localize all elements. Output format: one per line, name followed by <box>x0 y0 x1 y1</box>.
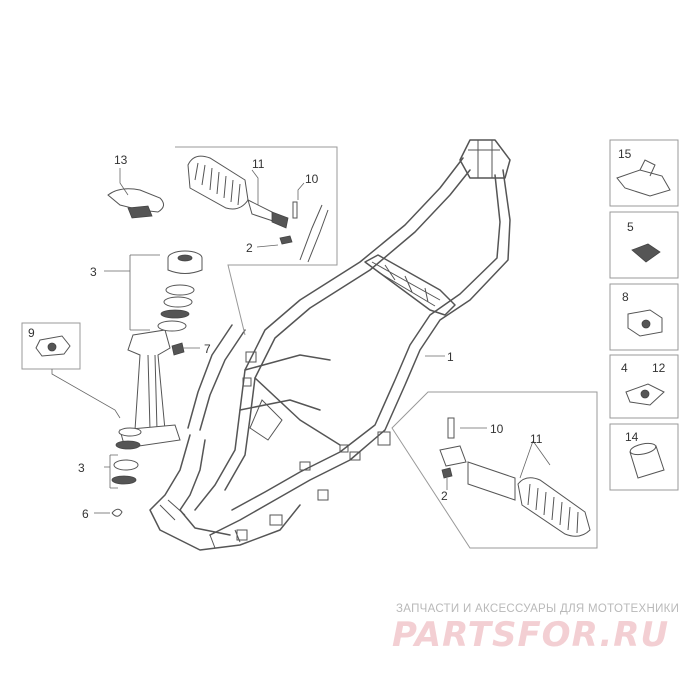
callout-10-lower: 10 <box>490 422 504 436</box>
callout-2-lower: 2 <box>441 489 448 503</box>
part-9-clamp <box>21 322 81 370</box>
part-6-clip <box>111 508 123 517</box>
callout-9: 9 <box>28 326 35 340</box>
part-5-box <box>609 211 679 279</box>
bearing-set-lower <box>111 427 142 485</box>
callout-1: 1 <box>447 350 454 364</box>
inset-upper-footpeg <box>175 146 338 336</box>
part-8-box <box>609 283 679 351</box>
callout-3-upper: 3 <box>90 265 97 279</box>
callout-2-upper: 2 <box>246 241 253 255</box>
callout-13: 13 <box>114 153 128 167</box>
callout-4: 4 <box>621 361 628 375</box>
watermark-caption: ЗАПЧАСТИ И АКСЕССУАРЫ ДЛЯ МОТОТЕХНИКИ <box>396 603 680 615</box>
callout-12: 12 <box>652 361 666 375</box>
part-14-box <box>609 423 679 491</box>
bearing-set-upper <box>157 250 203 332</box>
callout-6: 6 <box>82 507 89 521</box>
callout-7: 7 <box>204 342 211 356</box>
part-15-box <box>609 139 679 207</box>
callout-3-lower: 3 <box>78 461 85 475</box>
watermark-logo: PARTSFOR.RU <box>392 615 670 655</box>
leader-lines <box>51 168 551 514</box>
callout-11-lower: 11 <box>530 432 543 446</box>
scooter-frame <box>149 139 511 551</box>
callout-numbers: 13 3 9 7 3 6 11 10 2 1 10 11 2 15 5 8 4 … <box>28 147 666 521</box>
callout-10-upper: 10 <box>305 172 319 186</box>
part-13-steering-cover <box>107 188 164 219</box>
callout-5: 5 <box>627 220 634 234</box>
part-7-bolt <box>171 342 185 356</box>
callout-14: 14 <box>625 430 639 444</box>
callout-15: 15 <box>618 147 632 161</box>
callout-8: 8 <box>622 290 629 304</box>
inset-lower-footpeg <box>391 391 598 549</box>
part-4-12-box <box>609 354 679 419</box>
callout-11-upper: 11 <box>252 157 265 171</box>
